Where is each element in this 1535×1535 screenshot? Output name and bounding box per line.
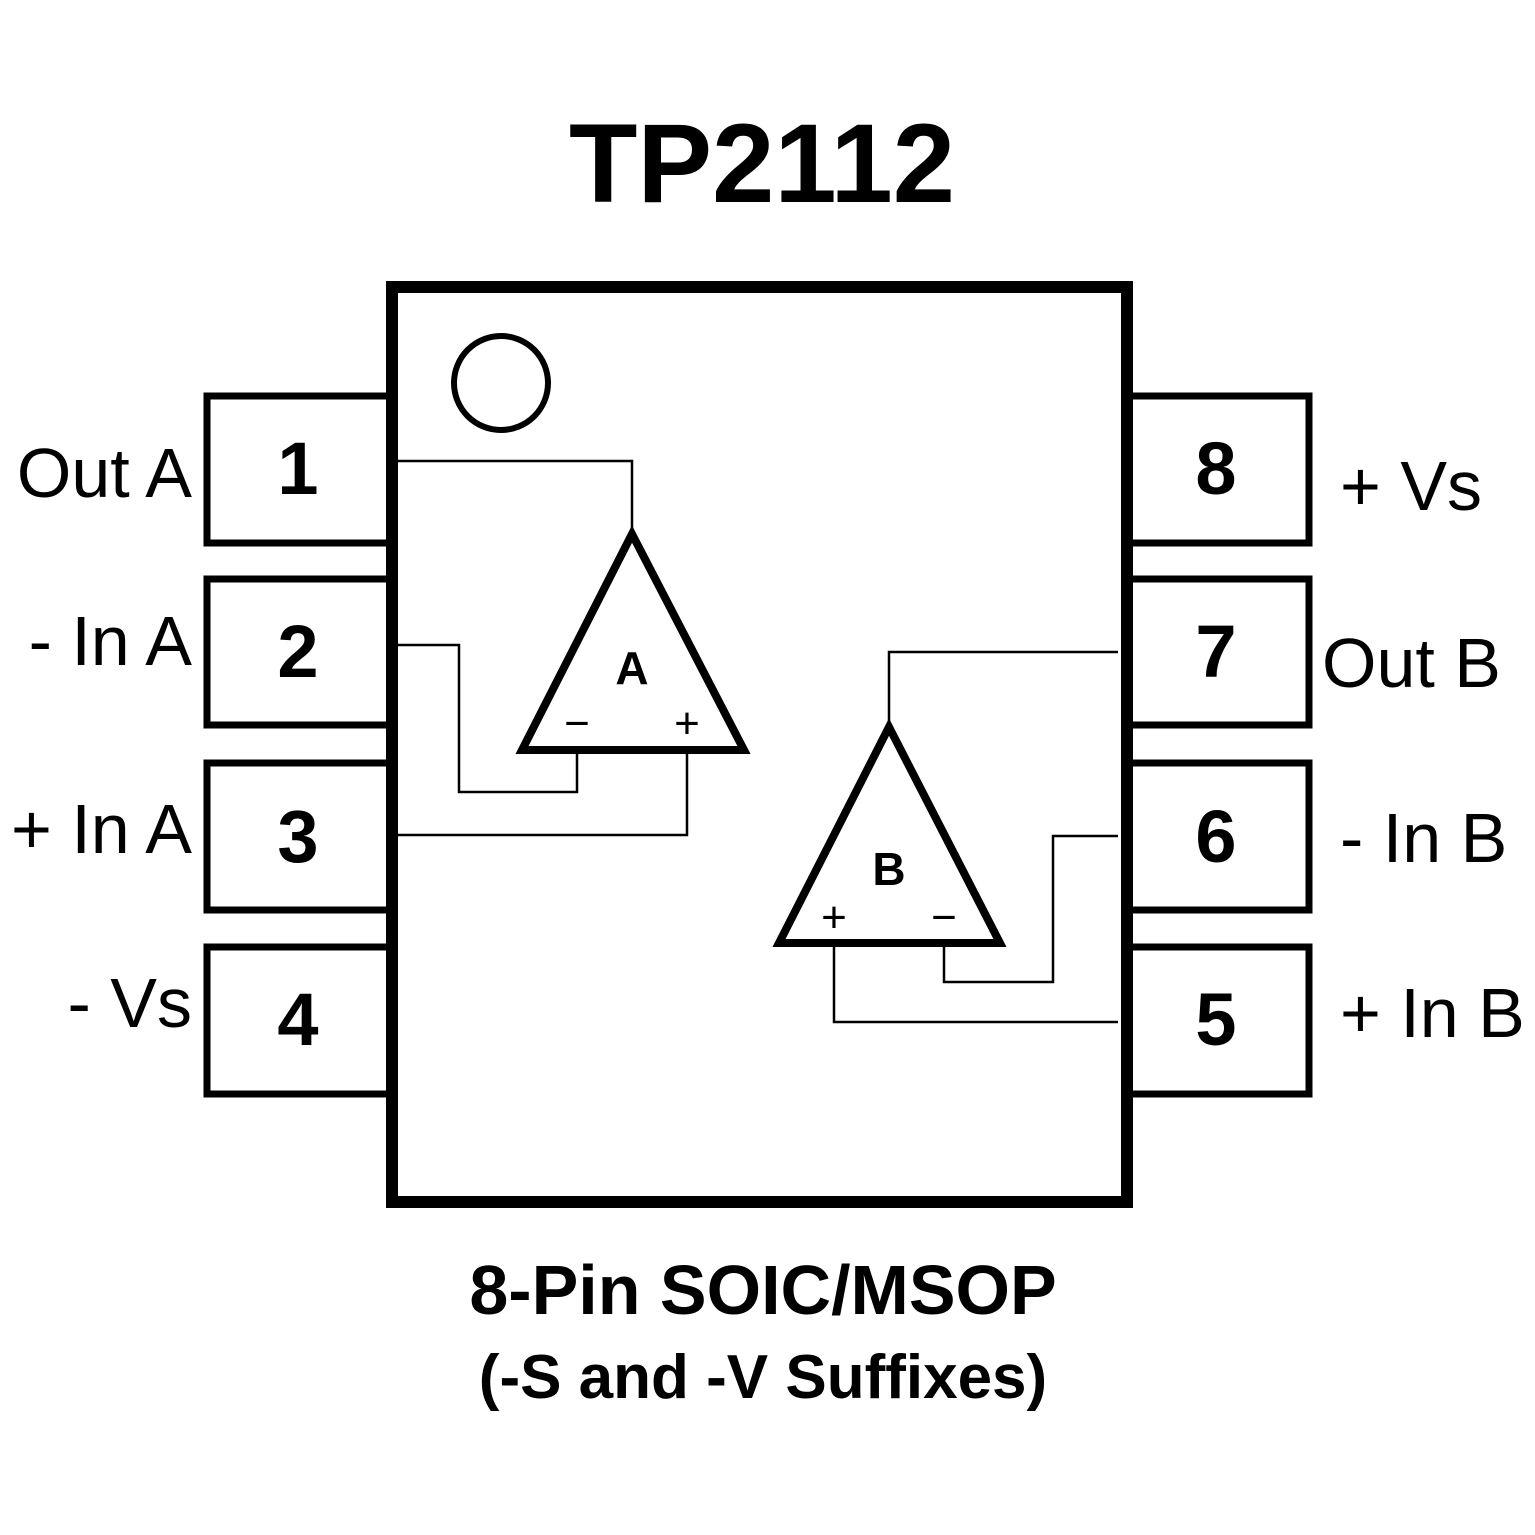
wire-in-plus-a: [398, 752, 689, 837]
pin-label: Out A: [17, 434, 192, 512]
package-suffixes: (-S and -V Suffixes): [479, 1343, 1047, 1412]
pin-number: 7: [1195, 610, 1236, 693]
pin-label: Out B: [1322, 624, 1501, 702]
package-body: [386, 281, 1133, 1208]
pin-label: + Vs: [1340, 447, 1482, 525]
pin1-marker: [451, 333, 551, 433]
pin-number: 4: [277, 978, 318, 1061]
pin-label: - In B: [1340, 799, 1507, 877]
pin-number: 2: [277, 610, 318, 693]
pin-label: + In B: [1340, 974, 1525, 1052]
pin-number: 8: [1195, 427, 1236, 510]
opamp-a-symbol: [515, 525, 751, 754]
chip-title: TP2112: [569, 101, 955, 226]
pin-2: [203, 575, 396, 729]
opamp-a-minus: −: [564, 699, 590, 748]
pin-label: - Vs: [68, 964, 192, 1042]
pin-label: - In A: [29, 602, 193, 680]
opamp-a-label: A: [615, 642, 648, 694]
wire-out-a: [398, 459, 634, 530]
wire-in-minus-a: [398, 643, 579, 794]
wire-out-b: [887, 650, 1118, 724]
package-type: 8-Pin SOIC/MSOP: [469, 1251, 1056, 1329]
pin-6: [1120, 759, 1313, 914]
pin-number: 1: [277, 427, 318, 510]
pin-3: [203, 759, 396, 914]
opamp-b-symbol: [772, 718, 1007, 947]
pin-label: + In A: [11, 790, 192, 868]
pin-8: [1120, 392, 1313, 547]
pin-number: 6: [1195, 795, 1236, 878]
pin-1: [203, 392, 396, 547]
opamp-b-label: B: [872, 843, 905, 895]
opamp-b-plus: +: [821, 893, 847, 942]
pin-number: 5: [1195, 978, 1236, 1061]
wire-in-minus-b: [942, 834, 1118, 984]
opamp-b-minus: −: [931, 893, 957, 942]
pin-number: 3: [277, 795, 318, 878]
wire-in-plus-b: [832, 945, 1118, 1024]
opamp-a-plus: +: [674, 699, 700, 748]
